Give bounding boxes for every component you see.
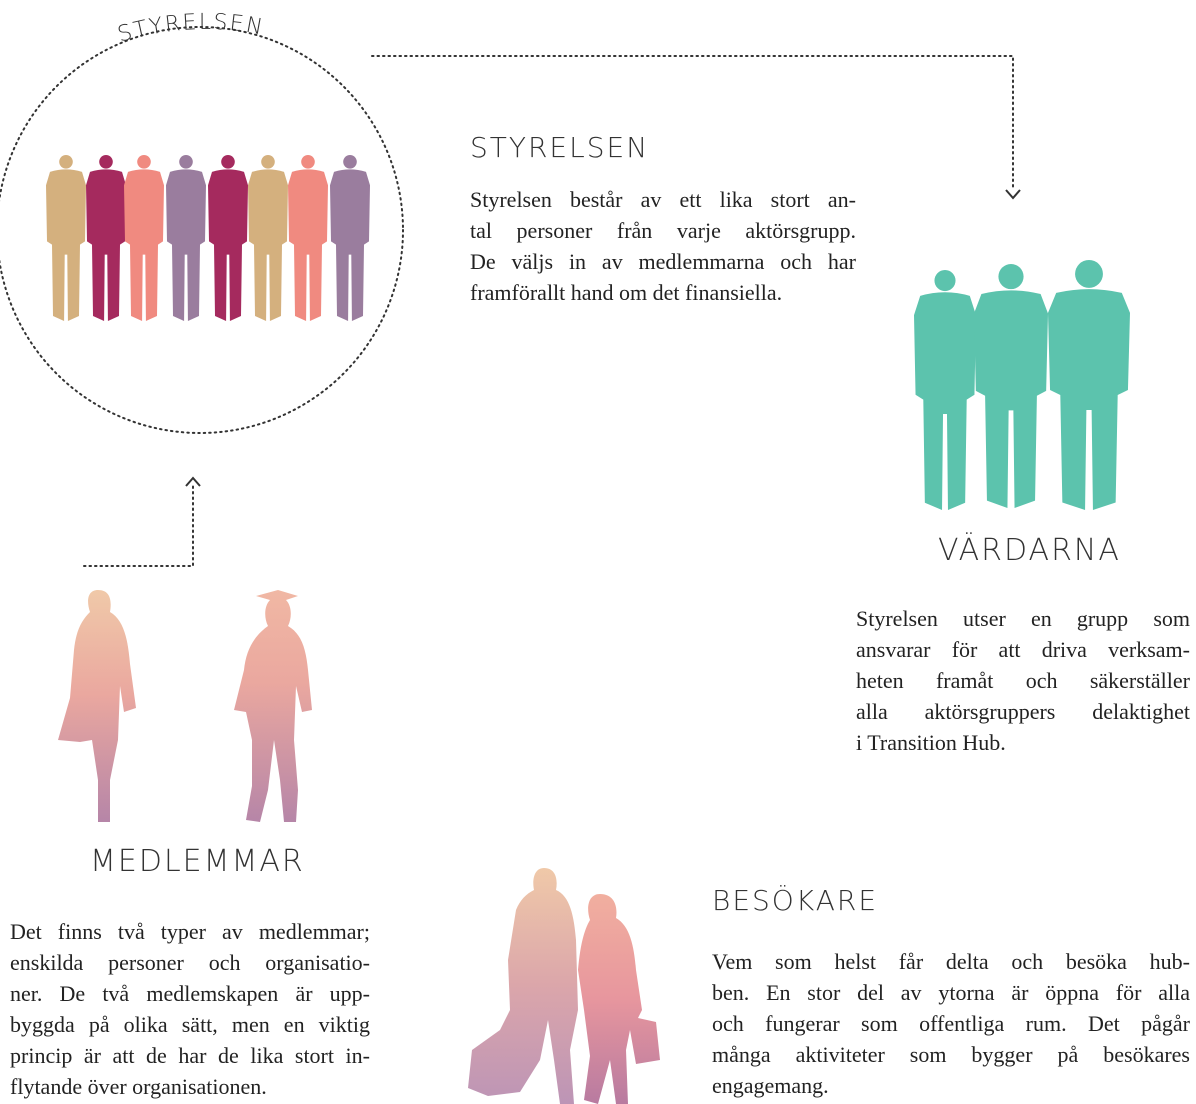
hosts-text-line: heten framåt och säkerställer xyxy=(856,668,1190,693)
arrow-down-icon xyxy=(1005,189,1021,200)
visitor-woman-figure xyxy=(578,894,660,1104)
members-text-line: flytande över organisationen. xyxy=(10,1074,267,1099)
board-text-line: De väljs in av medlemmarna och har xyxy=(470,249,856,274)
board-member-figure xyxy=(166,155,206,321)
members-figures xyxy=(58,590,312,822)
board-text-line: tal personer från varje aktörsgrupp. xyxy=(470,218,856,243)
connector-members-to-board xyxy=(83,485,194,567)
board-member-figure xyxy=(86,155,126,321)
board-description: Styrelsen består av ett lika stort an- t… xyxy=(470,184,856,308)
board-heading: STYRELSEN xyxy=(470,131,650,164)
host-figure xyxy=(914,270,976,510)
hosts-text-line: i Transition Hub. xyxy=(856,730,1006,755)
members-text-line: ner. De två medlemskapen är upp- xyxy=(10,981,370,1006)
visitors-text-line: engagemang. xyxy=(712,1073,829,1098)
connector-board-to-hosts xyxy=(371,55,1014,191)
hosts-heading: VÄRDARNA xyxy=(938,533,1121,568)
board-member-figure xyxy=(208,155,248,321)
board-member-figure xyxy=(330,155,370,321)
board-text-line: Styrelsen består av ett lika stort an- xyxy=(470,187,856,212)
member-woman-figure xyxy=(58,590,136,822)
members-text-line: Det finns två typer av medlemmar; xyxy=(10,919,370,944)
board-member-figure xyxy=(46,155,86,321)
visitors-text-line: många aktiviteter som bygger på besökare… xyxy=(712,1042,1190,1067)
board-circle xyxy=(0,26,404,434)
members-heading: MEDLEMMAR xyxy=(90,844,305,879)
visitors-description: Vem som helst får delta och besöka hub- … xyxy=(712,946,1190,1101)
board-text-line: framförallt hand om det finansiella. xyxy=(470,280,783,305)
hosts-text-line: ansvarar för att driva verksam- xyxy=(856,637,1190,662)
visitor-man-figure xyxy=(468,868,578,1104)
visitors-text-line: ben. En stor del av ytorna är öppna för … xyxy=(712,980,1190,1005)
board-member-figure xyxy=(124,155,164,321)
visitors-text-line: Vem som helst får delta och besöka hub- xyxy=(712,949,1190,974)
visitors-figures xyxy=(468,868,660,1104)
hosts-text-line: alla aktörsgruppers delaktighet xyxy=(856,699,1190,724)
arrow-up-icon xyxy=(185,476,201,487)
hosts-figures xyxy=(914,260,1130,510)
hosts-description: Styrelsen utser en grupp som ansvarar fö… xyxy=(856,603,1190,758)
members-text-line: princip är att de har de lika stort in- xyxy=(10,1043,370,1068)
members-text-line: enskilda personer och organisatio- xyxy=(10,950,370,975)
host-figure xyxy=(1048,260,1130,510)
member-graduate-figure xyxy=(234,590,312,822)
board-figures xyxy=(46,155,370,321)
host-figure xyxy=(974,264,1048,508)
members-text-line: byggda på olika sätt, men en viktig xyxy=(10,1012,370,1037)
board-member-figure xyxy=(288,155,328,321)
hosts-text-line: Styrelsen utser en grupp som xyxy=(856,606,1190,631)
board-member-figure xyxy=(248,155,288,321)
visitors-text-line: och fungerar som offentliga rum. Det påg… xyxy=(712,1011,1190,1036)
visitors-heading: BESÖKARE xyxy=(712,884,879,917)
members-description: Det finns två typer av medlemmar; enskil… xyxy=(10,916,370,1102)
